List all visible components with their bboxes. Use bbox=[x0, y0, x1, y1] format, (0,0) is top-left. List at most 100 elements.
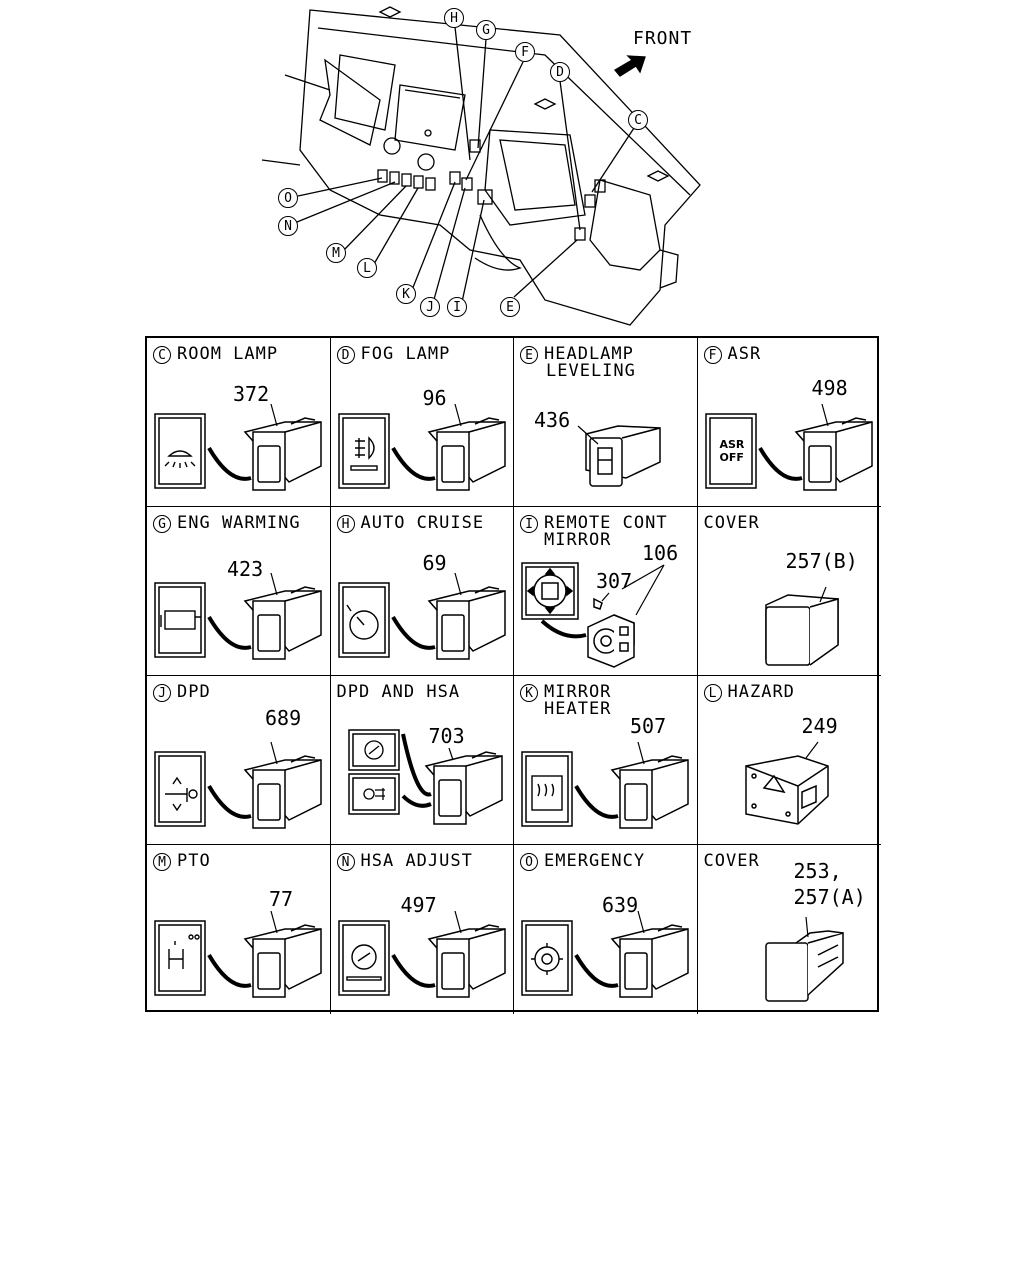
cover-blank bbox=[764, 594, 839, 666]
switch-body bbox=[427, 417, 506, 491]
cell-title: ASR bbox=[727, 344, 762, 364]
switch-body bbox=[427, 586, 506, 660]
callout-k: K bbox=[396, 284, 416, 304]
part-leader-line bbox=[270, 403, 278, 427]
callout-l: L bbox=[357, 258, 377, 278]
indicator-line bbox=[207, 953, 252, 988]
hazard-switch bbox=[744, 755, 829, 825]
fog-lamp-icon bbox=[349, 436, 378, 471]
indicator-line bbox=[390, 615, 436, 650]
switch-face-panel bbox=[337, 582, 390, 658]
switch-face-panel bbox=[347, 729, 400, 771]
switch-face-panel bbox=[521, 920, 573, 996]
switch-body bbox=[243, 924, 322, 998]
switch-drawing bbox=[347, 729, 503, 825]
pto-icon bbox=[168, 934, 200, 969]
switch-face-panel bbox=[154, 413, 206, 489]
cell-title: HAZARD bbox=[727, 682, 795, 702]
switch-drawing bbox=[154, 403, 322, 491]
asr-off-icon-text: OFF bbox=[719, 451, 744, 464]
cell-letter-badge: E bbox=[520, 346, 538, 364]
callout-n: N bbox=[278, 216, 298, 236]
part-leader-line bbox=[453, 403, 462, 427]
callout-j: J bbox=[420, 297, 440, 317]
cell-letter-badge: I bbox=[520, 515, 538, 533]
part-leader-line bbox=[447, 747, 454, 761]
cover-blank bbox=[764, 930, 844, 1002]
cell-title: DPD bbox=[177, 682, 211, 702]
callout-m: M bbox=[326, 243, 346, 263]
part-leader-line bbox=[270, 741, 278, 765]
cell-label: DPD AND HSA bbox=[337, 684, 461, 701]
part-leader-line bbox=[637, 910, 645, 934]
part-leader-line bbox=[621, 564, 665, 590]
switch-body bbox=[610, 755, 689, 829]
cell-title: ENG WARMING bbox=[177, 513, 301, 533]
part-number: 253, bbox=[793, 859, 842, 883]
cell-letter-badge: L bbox=[703, 684, 722, 702]
part-leader-line bbox=[820, 403, 829, 427]
dpd-icon bbox=[165, 776, 198, 812]
cell-label: COVER bbox=[704, 853, 760, 870]
switch-drawing bbox=[744, 741, 829, 825]
part-number: 307 bbox=[596, 569, 633, 593]
cell-title: HSA ADJUST bbox=[360, 851, 473, 871]
cell-title-line2: LEVELING bbox=[546, 361, 636, 381]
callout-o: O bbox=[278, 188, 298, 208]
cell-label: COVER bbox=[704, 515, 760, 532]
cell-title: ROOM LAMP bbox=[177, 344, 279, 364]
indicator-line bbox=[574, 784, 619, 819]
cell-letter-badge: M bbox=[153, 853, 171, 871]
cell-letter-badge: C bbox=[153, 346, 171, 364]
switch-body bbox=[243, 417, 322, 491]
cell-title: REMOTE CONT bbox=[544, 513, 668, 533]
part-number: 77 bbox=[269, 887, 294, 911]
switch-body bbox=[610, 924, 689, 998]
switch-body bbox=[243, 586, 322, 660]
part-leader-line bbox=[270, 910, 278, 934]
part-leader-line bbox=[601, 592, 610, 602]
mirror-control-switch bbox=[521, 562, 635, 668]
indicator-line bbox=[207, 446, 252, 481]
auto-cruise-icon bbox=[345, 604, 379, 640]
switch-face-panel bbox=[337, 413, 390, 489]
switch-drawing bbox=[764, 586, 839, 666]
cell-letter-badge: K bbox=[520, 684, 538, 702]
cell-title: HEADLAMP bbox=[544, 344, 634, 364]
callout-f: F bbox=[515, 42, 535, 62]
room-lamp-icon bbox=[164, 450, 196, 468]
indicator-line bbox=[401, 794, 432, 808]
cell-label: C ROOM LAMP bbox=[153, 346, 278, 364]
part-leader-line bbox=[453, 572, 462, 596]
callout-i: I bbox=[447, 297, 467, 317]
cell-title-line2: MIRROR bbox=[544, 530, 612, 550]
hsa-adjust-icon bbox=[345, 944, 382, 981]
part-number: 498 bbox=[811, 376, 848, 400]
switch-drawing bbox=[337, 572, 506, 660]
callout-h: H bbox=[444, 8, 464, 28]
indicator-line bbox=[390, 953, 436, 988]
indicator-line bbox=[390, 446, 436, 481]
switch-face-panel bbox=[704, 413, 757, 489]
cell-title: DPD AND HSA bbox=[336, 682, 461, 702]
dpd-hsa-icons bbox=[362, 740, 385, 800]
switch-face-panel bbox=[154, 582, 206, 658]
emergency-icon bbox=[531, 943, 563, 975]
switch-body bbox=[243, 755, 322, 829]
part-leader-line bbox=[804, 916, 809, 938]
front-label: FRONT bbox=[633, 28, 693, 49]
